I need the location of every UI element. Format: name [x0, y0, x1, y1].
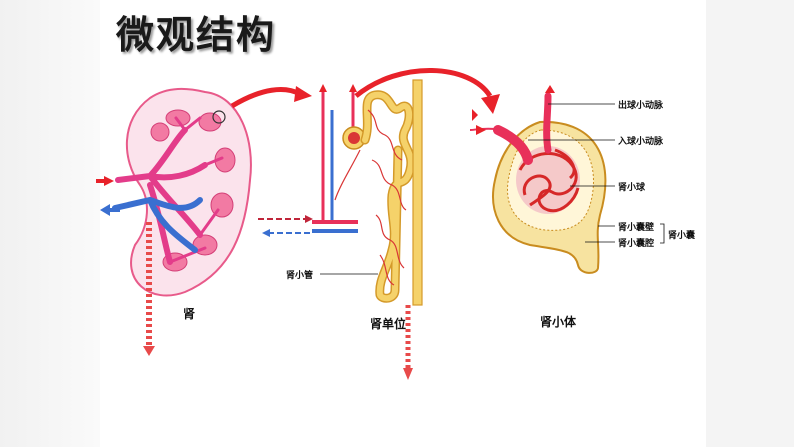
left-margin-panel — [0, 0, 100, 447]
label-renal-capsule: 肾小囊 — [668, 231, 696, 241]
caption-renal-corpuscle: 肾小体 — [540, 315, 577, 329]
caption-nephron: 肾单位 — [370, 317, 407, 331]
label-efferent-arteriole: 出球小动脉 — [618, 101, 664, 111]
label-capsule-wall: 肾小囊壁 — [618, 223, 655, 233]
label-renal-tubule: 肾小管 — [286, 271, 314, 281]
kidney-illustration — [96, 87, 252, 356]
nephron-illustration — [258, 79, 423, 380]
label-capsule-cavity: 肾小囊腔 — [618, 239, 655, 249]
caption-kidney: 肾 — [183, 307, 196, 321]
right-margin-panel — [706, 0, 794, 447]
label-glomerulus: 肾小球 — [618, 183, 646, 193]
label-afferent-arteriole: 入球小动脉 — [618, 137, 664, 147]
renal-corpuscle-illustration — [469, 85, 665, 274]
slide-title: 微观结构 — [116, 13, 277, 57]
